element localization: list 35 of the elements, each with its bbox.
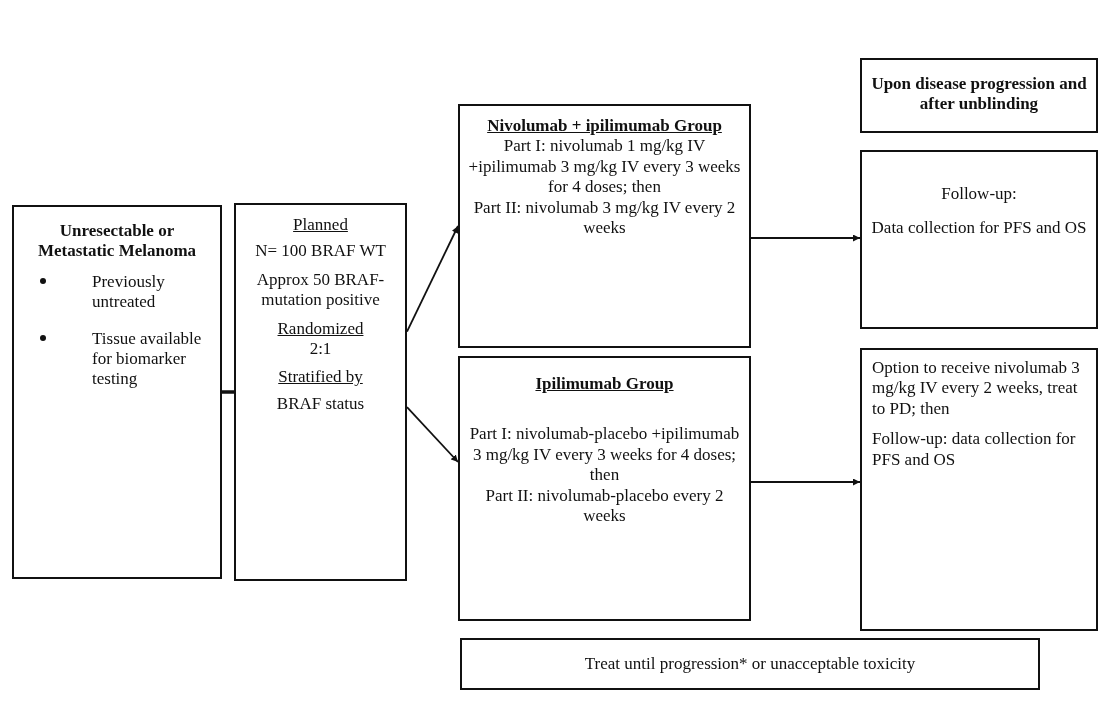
note-box <box>460 638 1040 690</box>
body-text: Follow-up: <box>940 184 1018 205</box>
body-text: Part I: nivolumab-placebo +ipilimumab 3 mg/kg IV every 3 weeks for 4 doses; then <box>468 424 741 486</box>
process-box <box>234 203 407 581</box>
heading: Unresectable or Metastatic Melanoma <box>36 221 198 262</box>
body-text: Randomized <box>276 318 365 339</box>
process-box <box>860 58 1098 133</box>
arrow <box>406 406 459 463</box>
body-text: Part II: nivolumab-placebo every 2 weeks <box>484 485 725 527</box>
connector-line <box>222 390 234 394</box>
process-box <box>860 348 1098 631</box>
treatment-box <box>458 104 751 348</box>
body-text: BRAF status <box>275 393 366 415</box>
body-text: Follow-up: data collection for PFS and OS <box>872 429 1077 470</box>
body-text: Approx 50 BRAF-mutation positive <box>255 269 386 311</box>
process-box <box>860 150 1098 329</box>
treatment-box <box>458 356 751 621</box>
body-text: Treat until progression* or unacceptable toxicity <box>583 654 917 675</box>
body-text: Part I: nivolumab 1 mg/kg IV +ipilimumab 3 mg/kg IV every 3 weeks for 4 doses; then <box>467 136 742 198</box>
body-text: Planned <box>292 215 349 236</box>
list-item: Tissue available for biomarker testing <box>92 328 202 389</box>
heading: Upon disease progression and after unblinding <box>870 74 1088 115</box>
list-item: Previously untreated <box>92 271 165 312</box>
heading: Ipilimumab Group <box>534 374 675 395</box>
process-box <box>12 205 222 579</box>
arrow <box>750 234 861 242</box>
body-text: 2:1 <box>308 338 333 360</box>
body-text: Data collection for PFS and OS <box>870 218 1088 239</box>
body-text: Part II: nivolumab 3 mg/kg IV every 2 weeks <box>472 197 737 239</box>
arrow <box>750 478 861 486</box>
heading: Nivolumab + ipilimumab Group <box>486 116 723 137</box>
body-text: N= 100 BRAF WT <box>254 241 387 262</box>
arrow <box>406 225 459 333</box>
body-text: Stratified by <box>277 367 364 388</box>
body-text: Option to receive nivolumab 3 mg/kg IV every 2 weeks, treat to PD; then <box>872 358 1081 420</box>
